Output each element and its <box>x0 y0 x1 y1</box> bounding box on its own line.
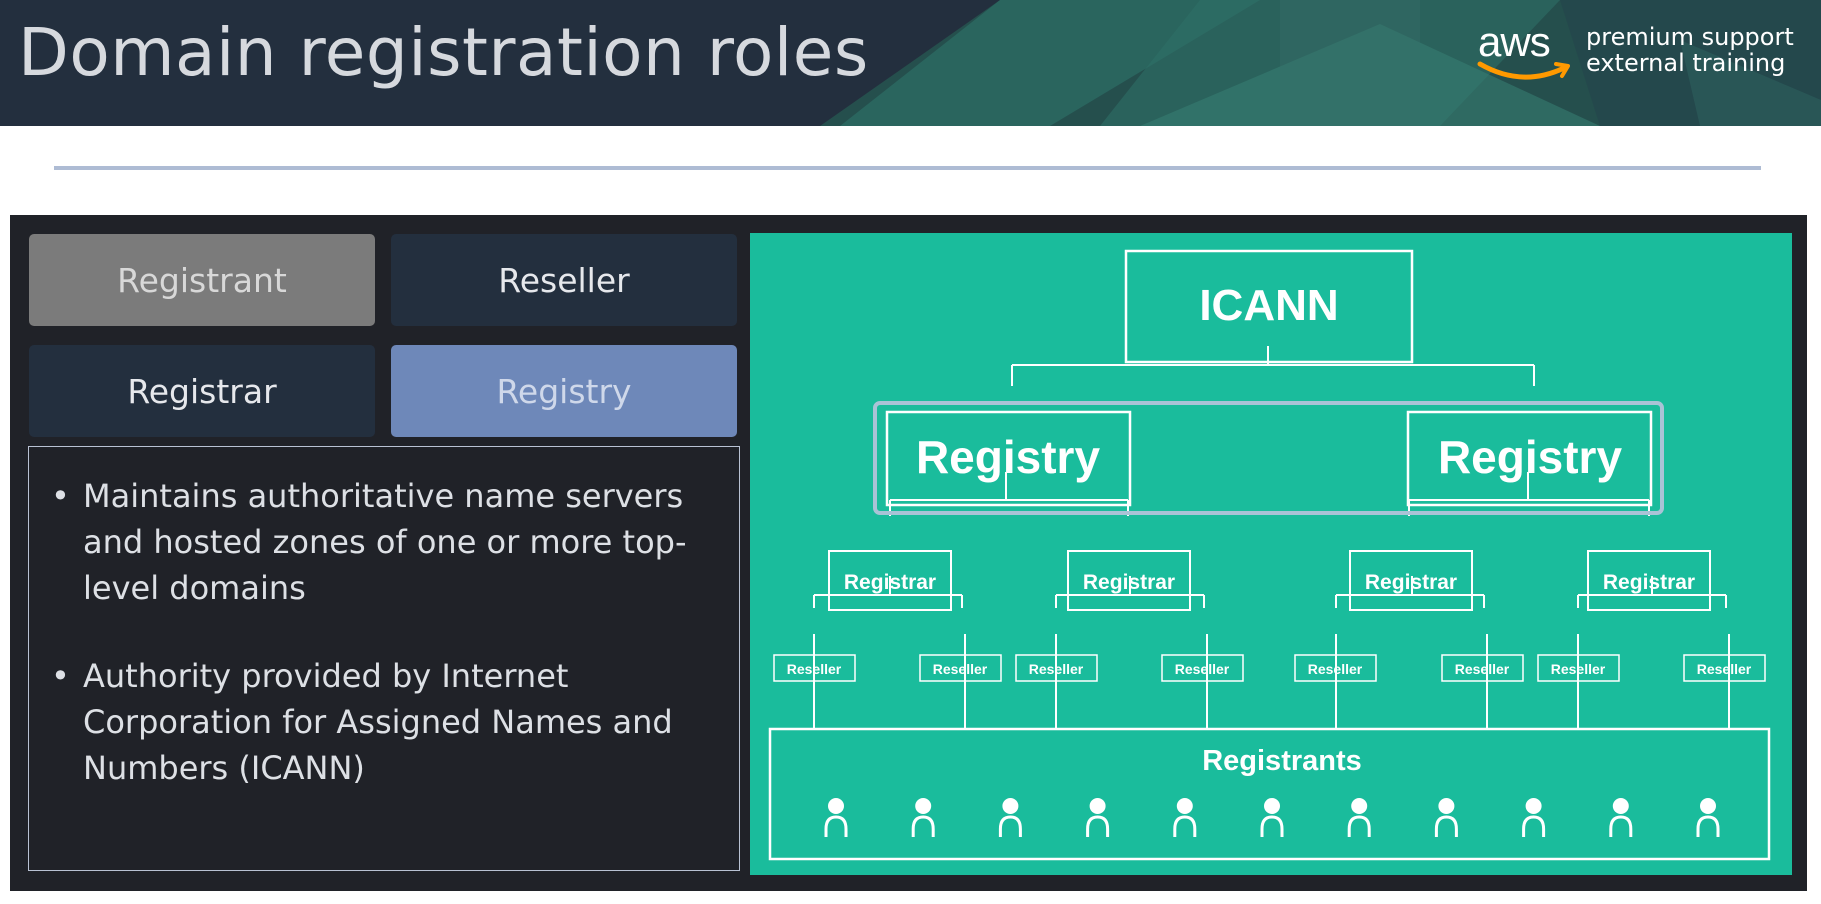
registry-node: Registry <box>885 410 1132 507</box>
person-icon <box>911 798 935 837</box>
reseller-node: Reseller <box>1441 654 1524 682</box>
registry-node: Registry <box>1406 410 1653 507</box>
aws-smile-icon <box>1477 61 1570 80</box>
reseller-label: Reseller <box>933 661 988 677</box>
reseller-node: Reseller <box>773 654 856 682</box>
person-icon <box>1173 798 1197 837</box>
header-divider <box>54 166 1761 170</box>
description-bullet: Authority provided by Internet Corporati… <box>51 653 711 791</box>
reseller-node: Reseller <box>1294 654 1377 682</box>
hierarchy-diagram: ICANN Registry Registry Registrar Regist… <box>768 249 1771 861</box>
page-title: Domain registration roles <box>18 14 869 91</box>
aws-logo: aws premium support external training <box>1476 18 1806 88</box>
role-button-reseller[interactable]: Reseller <box>391 234 737 326</box>
registrants-node: Registrants <box>768 727 1771 861</box>
registry-label: Registry <box>916 431 1100 483</box>
reseller-node: Reseller <box>919 654 1002 682</box>
icann-node: ICANN <box>1124 249 1414 364</box>
registrar-node: Registrar <box>828 550 952 611</box>
reseller-label: Reseller <box>1551 661 1606 677</box>
reseller-label: Reseller <box>787 661 842 677</box>
registrar-label: Registrar <box>844 571 936 594</box>
person-icon <box>998 798 1022 837</box>
reseller-label: Reseller <box>1697 661 1752 677</box>
reseller-node: Reseller <box>1683 654 1766 682</box>
header-banner: Domain registration roles aws premium su… <box>0 0 1821 126</box>
role-description-box: Maintains authoritative name servers and… <box>28 446 740 871</box>
header-decoration <box>820 0 1821 126</box>
person-icon <box>1696 798 1720 837</box>
person-icon <box>824 798 848 837</box>
reseller-node: Reseller <box>1015 654 1098 682</box>
role-button-registry[interactable]: Registry <box>391 345 737 437</box>
registrants-label: Registrants <box>1202 745 1362 777</box>
content-panel: Registrant Reseller Registrar Registry M… <box>10 215 1807 891</box>
person-icon <box>1609 798 1633 837</box>
registrar-node: Registrar <box>1587 550 1711 611</box>
registrar-node: Registrar <box>1349 550 1473 611</box>
reseller-label: Reseller <box>1455 661 1510 677</box>
registrar-node: Registrar <box>1067 550 1191 611</box>
role-button-registrant[interactable]: Registrant <box>29 234 375 326</box>
registrar-label: Registrar <box>1083 571 1175 594</box>
reseller-label: Reseller <box>1029 661 1084 677</box>
person-icon <box>1522 798 1546 837</box>
registrant-people <box>824 798 1720 837</box>
hierarchy-diagram-panel: ICANN Registry Registry Registrar Regist… <box>750 233 1792 875</box>
description-bullet: Maintains authoritative name servers and… <box>51 473 711 611</box>
logo-line-external-training: external training <box>1586 49 1786 77</box>
aws-wordmark: aws <box>1478 18 1551 65</box>
registry-label: Registry <box>1438 431 1622 483</box>
reseller-label: Reseller <box>1175 661 1230 677</box>
description-list: Maintains authoritative name servers and… <box>29 447 739 791</box>
role-button-registrar[interactable]: Registrar <box>29 345 375 437</box>
icann-label: ICANN <box>1199 281 1338 330</box>
person-icon <box>1434 798 1458 837</box>
logo-line-premium-support: premium support <box>1586 23 1794 51</box>
person-icon <box>1347 798 1371 837</box>
reseller-node: Reseller <box>1161 654 1244 682</box>
person-icon <box>1260 798 1284 837</box>
registrar-label: Registrar <box>1603 571 1695 594</box>
person-icon <box>1086 798 1110 837</box>
reseller-label: Reseller <box>1308 661 1363 677</box>
registrar-label: Registrar <box>1365 571 1457 594</box>
reseller-node: Reseller <box>1537 654 1620 682</box>
registry-highlight-outline <box>873 401 1664 515</box>
